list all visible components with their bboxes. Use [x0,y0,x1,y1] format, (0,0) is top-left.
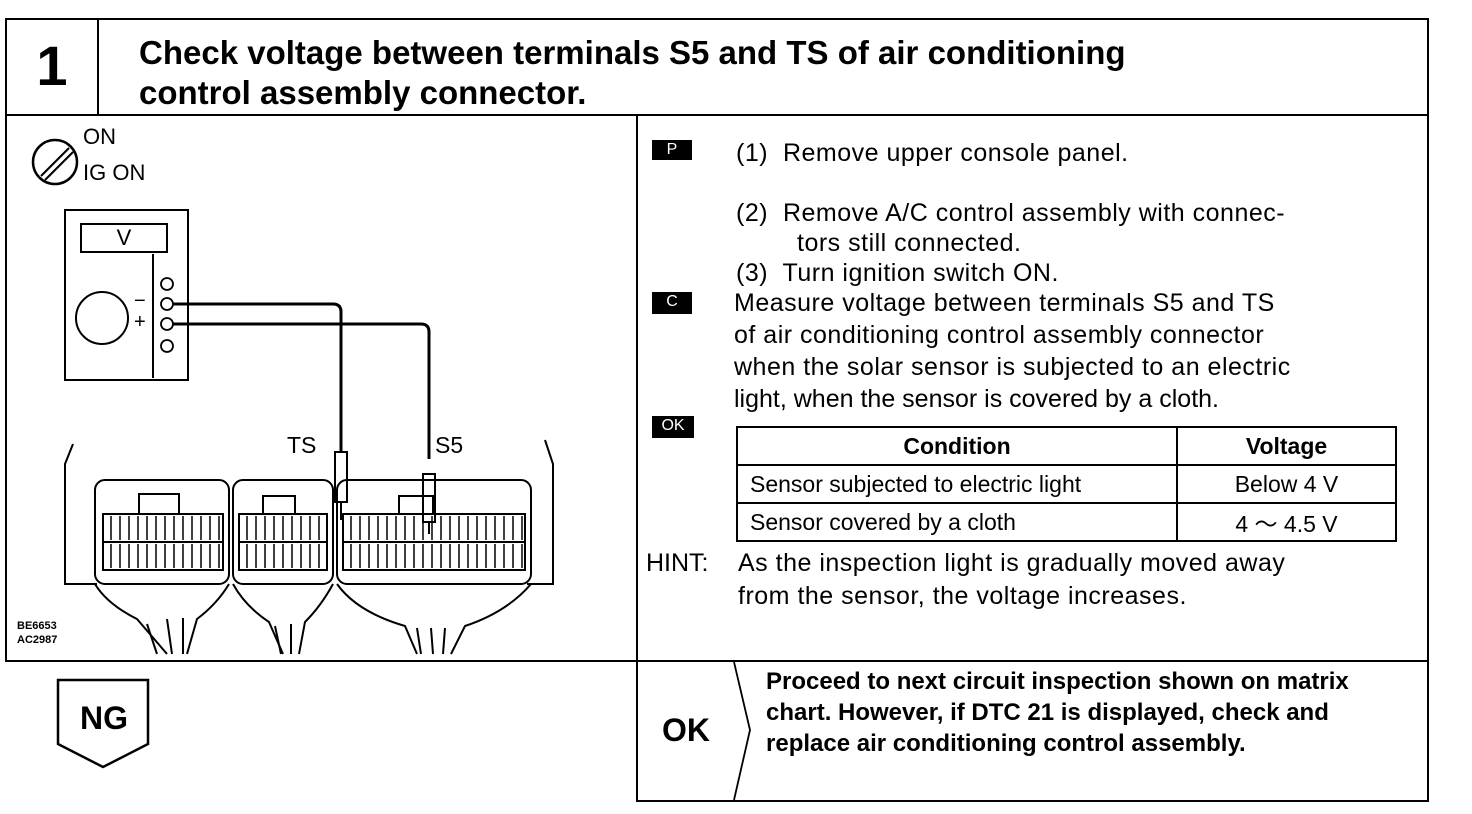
table-cell-voltage: 4 ～ 4.5 V [1176,502,1397,542]
diagram-panel: ON IG ON V − + TS S5 BE6653 AC2987 [5,114,638,662]
connector-pins [110,516,523,568]
hint-line-1: As the inspection light is gradually mov… [738,549,1286,577]
procedure-step-3: (3) Turn ignition switch ON. [736,259,1059,287]
ng-pentagon-shape [56,678,150,769]
connector-housing [64,439,554,585]
switch-on-label: ON [83,124,116,149]
step-title-line-2: control assembly connector. [139,74,587,111]
wire-harness [94,583,532,655]
ok-text-line: replace air conditioning control assembl… [766,730,1246,757]
table-cell-voltage: Below 4 V [1176,464,1397,504]
procedure-step-2-line-1: (2) Remove A/C control assembly with con… [736,199,1286,227]
terminal-ts-label: TS [287,432,317,458]
ng-label: NG [80,700,128,736]
wiring-diagram [31,138,554,655]
meter-unit-label: V [116,225,132,250]
condition-table: Condition Voltage Sensor subjected to el… [736,426,1397,542]
ok-text-line: Proceed to next circuit inspection shown… [766,668,1349,695]
table-header-voltage: Voltage [1176,426,1397,466]
reference-code-1: BE6653 [17,620,57,632]
measure-line: when the solar sensor is subjected to an… [734,353,1291,381]
tag-p: P [652,140,692,160]
table-row: Sensor subjected to electric light Below… [736,464,1397,504]
hint-label: HINT: [646,549,709,577]
reference-code-2: AC2987 [17,634,58,646]
terminal-s5-label: S5 [435,432,464,458]
switch-ig-on-label: IG ON [83,160,146,185]
ng-result: NG [56,678,152,770]
table-row: Sensor covered by a cloth 4 ～ 4.5 V [736,502,1397,542]
step-header: 1 Check voltage between terminals S5 and… [5,18,1429,116]
tag-c: C [652,292,692,314]
table-header-condition: Condition [736,426,1178,466]
hint-line-2: from the sensor, the voltage increases. [738,582,1187,610]
probe-tips [334,451,436,534]
step-number: 1 [36,34,68,97]
meter-plus-label: + [134,311,146,333]
ok-arrow-divider [733,662,751,800]
table-cell-condition: Sensor subjected to electric light [736,464,1178,504]
step-title-line-1: Check voltage between terminals S5 and T… [139,34,1126,71]
ok-label: OK [662,712,710,748]
ignition-switch-icon [31,138,79,186]
table-cell-condition: Sensor covered by a cloth [736,502,1178,542]
procedure-step-1: (1) Remove upper console panel. [736,139,1129,167]
voltmeter-icon [64,209,189,381]
ok-text-line: chart. However, if DTC 21 is displayed, … [766,699,1329,726]
measure-line: light, when the sensor is covered by a c… [734,385,1219,413]
procedure-step-2-line-2: tors still connected. [797,229,1022,257]
table-header-row: Condition Voltage [736,426,1397,466]
procedure-panel: P (1) Remove upper console panel. (2) Re… [636,114,1429,662]
measure-line: Measure voltage between terminals S5 and… [734,289,1275,317]
ok-result: OK Proceed to next circuit inspection sh… [636,660,1429,802]
step-number-cell: 1 [7,20,99,114]
tag-ok: OK [652,416,694,438]
probe-leads [173,302,431,459]
measure-line: of air conditioning control assembly con… [734,321,1265,349]
meter-minus-label: − [134,290,146,312]
